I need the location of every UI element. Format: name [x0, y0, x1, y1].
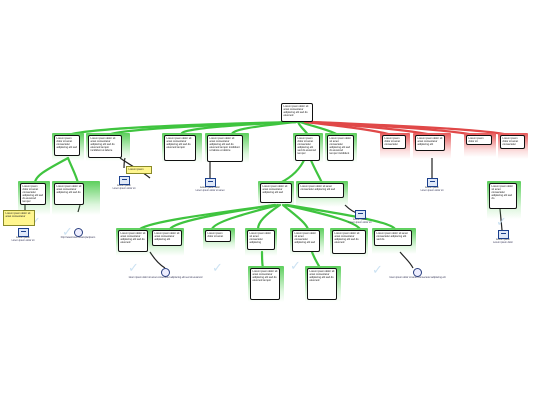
document-icon	[204, 178, 216, 187]
topic-d3[interactable]: Lorem ipsum dolor sit amet	[205, 230, 231, 242]
attachment-subtitle: Lorem ipsum dolor	[493, 240, 513, 244]
topic-d4[interactable]: Lorem ipsum dolor sit amet consectetur a…	[247, 230, 275, 250]
attachment-c4[interactable]: Lorem ipsum Lorem ipsum dolor sit	[340, 210, 380, 225]
attachment-caption: Lorem ipsum	[16, 236, 30, 239]
topic-b4[interactable]: Lorem ipsum dolor sit amet consectetur a…	[207, 135, 243, 162]
link-icon	[161, 268, 170, 277]
topic-c2[interactable]: Lorem ipsum dolor sit amet consectetur a…	[54, 183, 84, 205]
topic-c4[interactable]: Lorem ipsum dolor sit amet consectetur a…	[298, 183, 344, 198]
attachment-subtitle: Lorem ipsum dolor sit	[420, 188, 444, 192]
link-url: lorem ipsum dolor sit amet consectetur a…	[128, 276, 203, 279]
attachment-caption: Lorem ipsum	[496, 238, 510, 241]
topic-b8[interactable]: Lorem ipsum dolor sit amet consectetur a…	[415, 135, 445, 151]
checkmark-icon: ✓	[290, 258, 301, 273]
attach-line-d7	[399, 251, 414, 269]
document-icon	[17, 228, 29, 237]
topic-b2[interactable]: Lorem ipsum dolor sit amet consectetur a…	[88, 135, 122, 158]
topic-b5[interactable]: Lorem ipsum dolor sit amet consectetur a…	[295, 135, 320, 161]
document-icon	[118, 176, 130, 185]
attachment-subtitle: Lorem ipsum dolor sit	[112, 186, 136, 190]
topic-c5[interactable]: Lorem ipsum dolor sit amet consectetur a…	[489, 183, 517, 209]
checkmark-icon: ✓	[128, 260, 139, 275]
attachment-b3[interactable]: Lorem ipsum dolor Lorem ipsum dolor sit …	[190, 178, 230, 193]
checkmark-icon: ✓	[372, 262, 383, 277]
note-callout[interactable]: Lorem ipsum	[126, 166, 152, 174]
document-icon	[497, 230, 509, 239]
attachment-caption: Lorem ipsum	[353, 218, 367, 221]
attachment-subtitle: Lorem ipsum dolor sit	[348, 220, 372, 224]
hyperlink-c2[interactable]: http://www.lorem.example/ipsum	[48, 228, 108, 240]
root-topic[interactable]: Lorem ipsum dolor sit amet consectetur a…	[281, 103, 313, 122]
connector-b1-c2	[66, 156, 80, 185]
hyperlink-d7[interactable]: lorem ipsum dolor sit amet consectetur a…	[370, 268, 465, 280]
topic-d1[interactable]: Lorem ipsum dolor sit amet consectetur a…	[118, 230, 148, 252]
attachment-caption: Lorem ipsum dolor	[200, 186, 220, 189]
link-url: lorem ipsum dolor sit amet consectetur a…	[389, 276, 446, 279]
attachment-b8[interactable]: Lorem ipsum Lorem ipsum dolor sit	[412, 178, 452, 193]
topic-d7[interactable]: Lorem ipsum dolor sit amet consectetur a…	[374, 230, 412, 246]
attachment-caption: Lorem ipsum	[117, 184, 131, 187]
topic-c3[interactable]: Lorem ipsum dolor sit amet consectetur a…	[260, 183, 292, 203]
checkmark-icon: ✓	[212, 260, 223, 275]
topic-b9[interactable]: Lorem ipsum dolor sit	[466, 135, 492, 145]
topic-b1[interactable]: Lorem ipsum dolor sit amet consectetur a…	[54, 135, 80, 156]
topic-d2[interactable]: Lorem ipsum dolor sit amet consectetur a…	[152, 230, 182, 246]
document-icon	[354, 210, 366, 219]
checkmark-icon: ✓	[496, 214, 507, 229]
hyperlink-d1[interactable]: lorem ipsum dolor sit amet consectetur a…	[118, 268, 213, 280]
attachment-b2[interactable]: Lorem ipsum Lorem ipsum dolor sit	[104, 176, 144, 191]
topic-b3[interactable]: Lorem ipsum dolor sit amet consectetur a…	[164, 135, 196, 161]
attachment-subtitle: Lorem ipsum dolor sit	[11, 238, 35, 242]
note-callout[interactable]: Lorem ipsum dolor sit amet consectetur	[3, 210, 35, 226]
connector-c3-d5	[281, 203, 310, 231]
attachment-c1[interactable]: Lorem ipsum Lorem ipsum dolor sit	[6, 228, 40, 243]
connector-c3-d2	[168, 203, 277, 231]
document-icon	[426, 178, 438, 187]
connector-c3-d3	[210, 203, 280, 231]
topic-b10[interactable]: Lorem ipsum dolor sit amet consectetur	[500, 135, 525, 149]
topic-b6[interactable]: Lorem ipsum dolor sit amet consectetur a…	[327, 135, 354, 161]
topic-b7[interactable]: Lorem ipsum dolor sit amet consectetur	[382, 135, 406, 149]
connector-c3-d4	[256, 203, 282, 231]
link-url: http://www.lorem.example/ipsum	[60, 236, 96, 239]
attachment-subtitle: Lorem ipsum dolor sit amet	[195, 188, 225, 192]
checkmark-icon: ✓	[30, 214, 41, 229]
topic-e1[interactable]: Lorem ipsum dolor sit amet consectetur a…	[250, 268, 280, 300]
link-icon	[73, 228, 83, 237]
topic-d5[interactable]: Lorem ipsum dolor sit amet consectetur a…	[292, 230, 320, 252]
topic-c1[interactable]: Lorem ipsum dolor sit amet consectetur a…	[20, 183, 46, 205]
connector-b1-c1	[33, 156, 70, 185]
topic-e2[interactable]: Lorem ipsum dolor sit amet consectetur a…	[307, 268, 337, 300]
topic-d6[interactable]: Lorem ipsum dolor sit amet consectetur a…	[332, 230, 366, 254]
attachment-b10[interactable]: Lorem ipsum Lorem ipsum dolor	[488, 230, 518, 245]
link-icon	[413, 268, 422, 277]
checkmark-icon: ✓	[62, 224, 73, 239]
attachment-caption: Lorem ipsum	[425, 186, 439, 189]
